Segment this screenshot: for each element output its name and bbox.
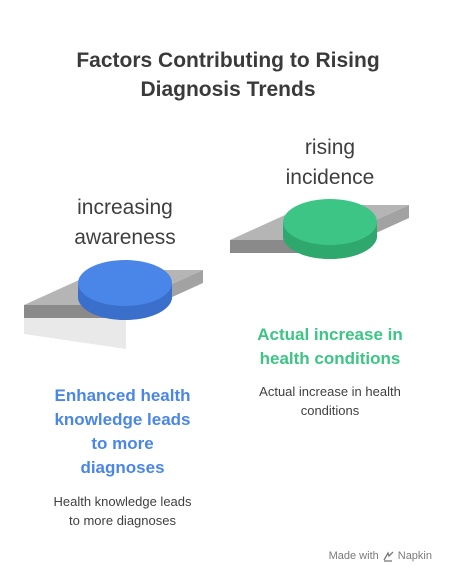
right-pedestal [283, 199, 377, 259]
right-heading: Actual increase in health conditions [230, 323, 430, 371]
right-desc-line-2: conditions [300, 403, 360, 418]
left-pedestal [78, 260, 172, 320]
footer-credit: Made with Napkin [329, 550, 432, 562]
title-line-2: Diagnosis Trends [140, 78, 316, 101]
left-label-line-2: awareness [74, 226, 176, 249]
left-label: increasing awareness [30, 193, 220, 253]
left-heading-line-4: diagnoses [80, 458, 165, 477]
right-heading-line-1: Actual increase in [257, 325, 403, 344]
left-heading: Enhanced health knowledge leads to more … [20, 384, 225, 480]
left-heading-line-1: Enhanced health [54, 386, 191, 405]
title-line-1: Factors Contributing to Rising [76, 49, 380, 72]
left-desc-line-1: Health knowledge leads [53, 494, 192, 509]
right-heading-line-2: health conditions [259, 349, 401, 368]
right-description: Actual increase in health conditions [230, 382, 430, 420]
left-label-line-1: increasing [77, 196, 173, 219]
right-label-line-1: rising [304, 136, 356, 159]
page-title: Factors Contributing to Rising Diagnosis… [0, 46, 456, 104]
left-description: Health knowledge leads to more diagnoses [20, 492, 225, 530]
footer-made-with: Made with [328, 550, 379, 562]
left-heading-line-2: knowledge leads [54, 410, 191, 429]
footer-brand: Napkin [397, 550, 432, 562]
left-desc-line-2: to more diagnoses [69, 513, 176, 528]
right-label: rising incidence [245, 133, 415, 193]
right-desc-line-1: Actual increase in health [259, 384, 401, 399]
left-heading-line-3: to more [91, 434, 154, 453]
napkin-logo-icon [383, 550, 394, 562]
right-label-line-2: incidence [285, 166, 375, 189]
